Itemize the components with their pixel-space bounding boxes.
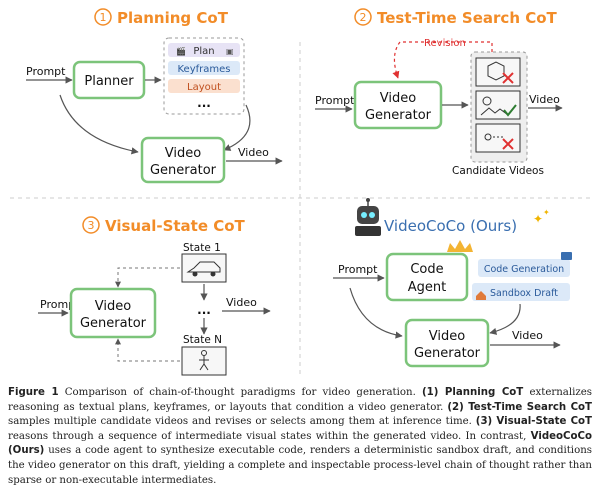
prompt-to-generator-arrow: [59, 94, 139, 155]
clapper-icon: 🎬: [176, 46, 186, 56]
code-agent-box: [385, 252, 469, 302]
plan-to-generator-arrow: [223, 104, 251, 151]
reject-x-icon: [502, 138, 514, 150]
cube-icon: [487, 61, 505, 81]
sparkle-icon: ✦: [543, 208, 550, 217]
house-icon: [476, 291, 486, 300]
caption-term: (1) Planning CoT: [422, 387, 524, 398]
code-agent-label-line1: Code: [410, 262, 443, 277]
prompt-to-generator-arrow: [349, 287, 403, 339]
diagram-canvas: 1 Planning CoT Prompt Planner 🎬 Plan ▣ K…: [10, 8, 590, 376]
sparkle-icon: ✦: [533, 212, 543, 226]
video-generator-box: [353, 80, 443, 130]
output-label: Video: [512, 329, 543, 342]
figure-caption: Figure 1 Comparison of chain-of-thought …: [8, 386, 592, 488]
state-last-label: State N: [183, 334, 222, 346]
panel-title: VideoCoCo (Ours): [384, 217, 517, 235]
generator-label-line1: Video: [429, 329, 465, 344]
panel-title: Planning CoT: [117, 9, 229, 27]
panel-planning-cot: 1 Planning CoT Prompt Planner 🎬 Plan ▣ K…: [26, 8, 283, 184]
state-feedback-arrow: [115, 267, 180, 288]
panel-title: Test-Time Search CoT: [377, 9, 558, 27]
state-first-label: State 1: [183, 242, 221, 254]
panel-visual-state-cot: 3 Visual-State CoT Prompt Video Generato…: [38, 216, 271, 376]
planner-label: Planner: [84, 74, 134, 89]
prompt-label: Prompt: [338, 263, 378, 276]
draft-to-generator-arrow: [489, 303, 521, 335]
generator-label-line2: Generator: [365, 108, 432, 123]
generator-label-line1: Video: [95, 299, 131, 314]
states-ellipsis: ...: [197, 303, 211, 317]
generator-label-line2: Generator: [150, 163, 217, 178]
panel-videococo: VideoCoCo (Ours) ✦ ✦ Prompt Code Agent C…: [333, 198, 572, 368]
photo-icon: [482, 96, 492, 106]
layout-item: [168, 79, 240, 93]
panel-number-badge: [354, 8, 372, 26]
crown-icon: [447, 240, 473, 252]
generator-label-line2: Generator: [414, 346, 481, 361]
state-feedback-arrow: [115, 338, 180, 362]
image-icon: ▣: [226, 47, 234, 56]
plan-items-container: [163, 37, 245, 115]
more-items-ellipsis: ...: [197, 96, 211, 110]
sandbox-draft-item: [472, 283, 570, 301]
video-generator-box: [404, 318, 490, 368]
caption-label: Figure 1: [8, 387, 59, 398]
caption-text: uses a code agent to synthesize executab…: [8, 445, 592, 486]
dot-icon: [484, 133, 492, 141]
candidate-video: [475, 57, 521, 87]
caption-term: VideoCoCo (Ours): [8, 430, 592, 457]
wheel-icon: [210, 271, 216, 277]
person-head-icon: [201, 350, 207, 356]
panel-number: 3: [88, 219, 95, 232]
generator-label-line1: Video: [165, 146, 201, 161]
code-generation-item: [478, 259, 570, 277]
monitor-icon: [561, 252, 572, 260]
keyframes-item: [168, 61, 240, 75]
plan-item-label: Plan: [193, 46, 214, 57]
output-label: Video: [529, 93, 560, 106]
accept-check-icon: [503, 104, 517, 117]
keyframes-label: Keyframes: [178, 64, 231, 75]
panel-test-time-search-cot: 2 Test-Time Search CoT Revision Prompt V…: [315, 8, 563, 177]
candidates-label: Candidate Videos: [452, 165, 544, 177]
reject-x-icon: [502, 72, 514, 84]
caption-term: (2) Test-Time Search CoT: [447, 401, 592, 413]
candidate-video: [475, 123, 521, 153]
car-icon: [186, 261, 221, 273]
output-label: Video: [238, 146, 269, 159]
revision-label: Revision: [424, 38, 466, 49]
caption-term: (3) Visual-State CoT: [475, 416, 593, 428]
panel-number: 1: [100, 11, 107, 24]
layout-label: Layout: [187, 82, 221, 93]
prompt-label: Prompt: [315, 94, 355, 107]
video-generator-box: [140, 136, 226, 184]
video-generator-box: [69, 287, 157, 339]
generator-label-line1: Video: [380, 91, 416, 106]
revision-arrow: [392, 41, 493, 79]
caption-text: externalizes reasoning as textual plans,…: [8, 387, 592, 413]
candidate-video: [475, 90, 521, 120]
panel-title: Visual-State CoT: [105, 217, 246, 235]
caption-text: Comparison of chain-of-thought paradigms…: [58, 387, 423, 398]
robot-icon: [355, 198, 381, 236]
planner-box: [72, 60, 146, 100]
mountain-icon: [480, 107, 509, 116]
code-generation-label: Code Generation: [484, 264, 564, 275]
wheel-icon: [192, 271, 198, 277]
plan-item: [168, 43, 240, 57]
panel-number-badge: [82, 216, 100, 234]
state-frame: [181, 253, 227, 283]
panel-number: 2: [360, 11, 367, 24]
sandbox-draft-label: Sandbox Draft: [490, 288, 558, 299]
walking-person-icon: [199, 356, 209, 371]
caption-text: reasons through a sequence of intermedia…: [8, 430, 531, 442]
prompt-label: Prompt: [26, 65, 66, 78]
panel-number-badge: [94, 8, 112, 26]
output-label: Video: [226, 296, 257, 309]
code-agent-label-line2: Agent: [408, 280, 446, 295]
caption-text: samples multiple candidate videos and re…: [8, 416, 476, 428]
generator-label-line2: Generator: [80, 316, 147, 331]
